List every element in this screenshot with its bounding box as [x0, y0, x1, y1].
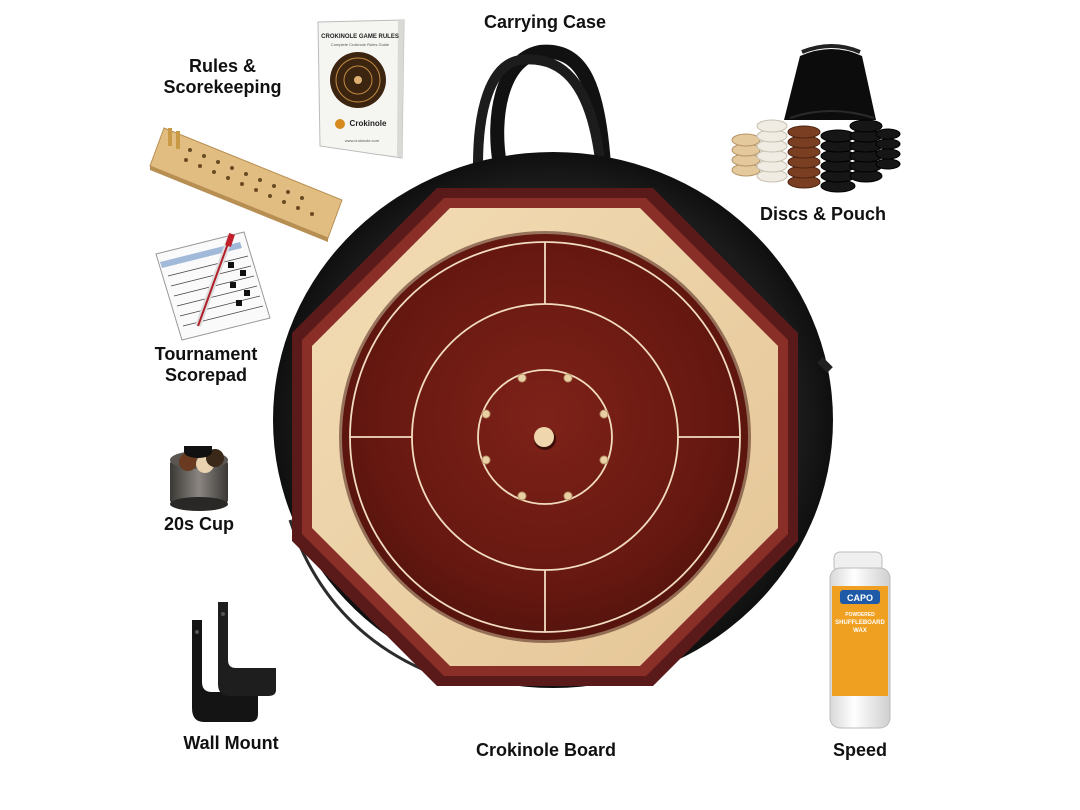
rules-book-brand: Crokinole [350, 119, 387, 128]
rules-book-subtitle: Complete Crokinole Rules Guide [331, 42, 390, 47]
rules-book-url: www.crokinole.com [345, 138, 380, 143]
rules-book [317, 19, 405, 159]
score-pegboard [149, 127, 343, 242]
wax-label [832, 586, 888, 696]
label-rules-scorekeeping: Rules & Scorekeeping [150, 56, 295, 98]
discs-and-pouch [731, 44, 901, 193]
board-inner-ring [477, 369, 613, 505]
label-rules-line1: Rules & [188, 56, 257, 76]
label-speed: Speed [832, 740, 888, 760]
tournament-scorepad [155, 231, 271, 341]
label-tournament-line1: Tournament [154, 344, 258, 364]
label-carrying-case: Carrying Case [483, 12, 607, 32]
wax-line3: WAX [853, 628, 867, 634]
label-20s-cup: 20s Cup [163, 514, 235, 534]
label-tournament-line2: Scorepad [164, 365, 248, 385]
board-pegs [481, 373, 609, 501]
twenties-cup [170, 446, 228, 511]
label-crokinole-board: Crokinole Board [475, 740, 617, 760]
label-wall-mount: Wall Mount [183, 733, 279, 753]
label-tournament-scorepad: Tournament Scorepad [140, 344, 272, 386]
case-handle-back [490, 44, 611, 167]
label-rules-line2: Scorekeeping [163, 77, 282, 97]
case-handle-front [473, 54, 605, 166]
rules-book-title: CROKINOLE GAME RULES [321, 34, 399, 40]
crokinole-board [292, 188, 798, 686]
wax-brand: CAPO [847, 593, 873, 603]
wax-line2: SHUFFLEBOARD [835, 620, 885, 626]
label-discs-pouch: Discs & Pouch [759, 204, 887, 224]
disc-stacks [731, 119, 901, 193]
wax-line1: POWDERED [845, 612, 875, 618]
shuffleboard-wax-bottle [829, 551, 891, 729]
board-20-hole [534, 427, 554, 447]
wall-mount-brackets [192, 602, 276, 722]
